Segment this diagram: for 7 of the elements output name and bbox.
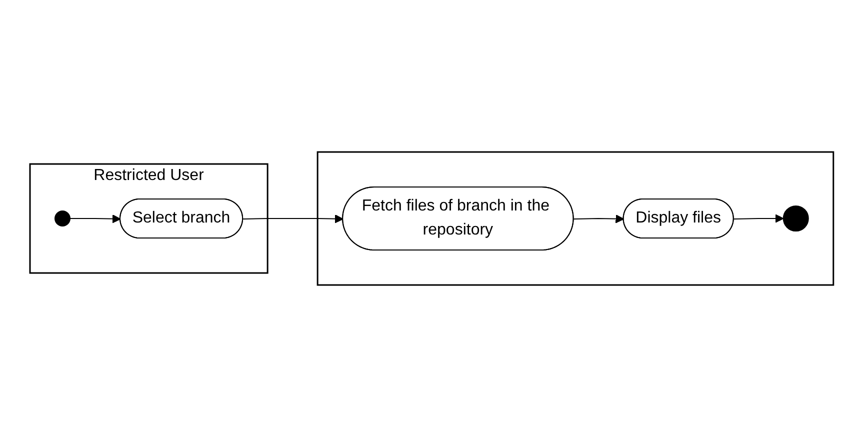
node-circle	[783, 206, 810, 232]
arrow	[734, 214, 784, 223]
arrow	[242, 214, 344, 224]
cluster	[317, 151, 834, 286]
arrow	[574, 214, 624, 224]
arrow	[70, 214, 122, 224]
node-circle	[54, 210, 71, 226]
